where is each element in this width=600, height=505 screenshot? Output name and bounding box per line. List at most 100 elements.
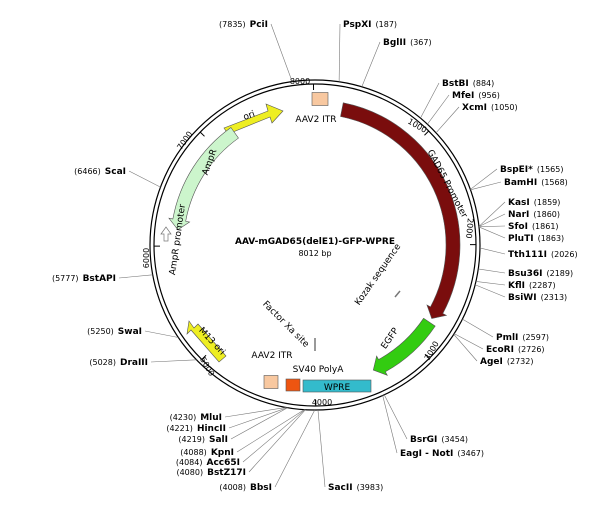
site-name-xcmi: XcmI: [462, 103, 487, 113]
backbone-outer: [149, 79, 481, 411]
aav2-itr-label-bottom: AAV2 ITR: [251, 351, 292, 361]
ori-arrow: [223, 103, 284, 135]
site-leader-tth111i: [479, 247, 506, 255]
site-leader-hincii: [228, 407, 288, 429]
site-leader-draiii: [150, 359, 197, 363]
site-name-eagi-noti: EagI - NotI: [400, 449, 453, 459]
site-name-bsu36i: Bsu36I: [508, 269, 543, 279]
site-name-mfei: MfeI: [452, 91, 474, 101]
site-name-bamhi: BamHI: [504, 178, 537, 188]
site-name-bsrgi: BsrGI: [410, 435, 437, 445]
site-pos-scai: (6466): [74, 167, 101, 176]
sv40-polya-label: SV40 PolyA: [293, 365, 345, 375]
site-pos-bbsi: (4008): [219, 483, 246, 492]
wpre-box: [302, 379, 372, 393]
site-name-bglii: BglII: [383, 38, 406, 48]
plasmid-length: 8012 bp: [298, 249, 331, 258]
site-leader-bstbi: [420, 82, 440, 119]
m13-ori-arrow: [186, 320, 227, 363]
site-name-mlui: MluI: [200, 413, 222, 423]
site-leader-bamhi: [470, 181, 502, 191]
site-leader-bstz17i: [248, 409, 306, 473]
tick-label-6000: 6000: [142, 248, 151, 268]
site-pos-bsu36i: (2189): [547, 269, 574, 278]
ampr-promoter-arrow: [160, 226, 172, 242]
site-leader-kasi: [478, 201, 506, 227]
site-pos-tth111i: (2026): [551, 250, 578, 259]
gad65-promoter-arrow: [340, 102, 461, 319]
restriction-sites: PciI(7835)PspXI(187)BglII(367)BstBI(884)…: [52, 20, 578, 493]
site-name-hincii: HincII: [197, 424, 226, 434]
site-leader-sfoi: [478, 225, 506, 227]
site-leader-swai: [144, 330, 179, 338]
site-pos-nari: (1860): [533, 210, 560, 219]
site-name-tth111i: Tth111I: [508, 250, 547, 260]
site-leader-pluti: [478, 226, 506, 239]
site-leader-kpni: [236, 409, 305, 453]
site-pos-agei: (2732): [507, 357, 534, 366]
site-leader-sali: [230, 407, 288, 440]
site-pos-bglii: (367): [410, 38, 432, 47]
site-pos-pcii: (7835): [219, 20, 246, 29]
site-name-bstbi: BstBI: [442, 79, 469, 89]
tick-label-4000: 4000: [312, 398, 332, 407]
site-name-swai: SwaI: [118, 327, 142, 337]
site-pos-bstbi: (884): [473, 79, 495, 88]
site-pos-kpni: (4088): [180, 448, 207, 457]
site-name-bsiwi: BsiWI: [508, 293, 537, 303]
aav2-itr-box-bottom: [263, 375, 279, 389]
site-name-pmli: PmlI: [496, 333, 518, 343]
site-pos-pspxi: (187): [376, 20, 398, 29]
tick-mark-1000: [424, 130, 430, 136]
site-leader-mlui: [224, 407, 287, 418]
plasmid-name: AAV-mGAD65(delE1)-GFP-WPRE: [235, 237, 395, 247]
site-pos-swai: (5250): [87, 327, 114, 336]
site-name-kpni: KpnI: [211, 448, 234, 458]
site-name-sacii: SacII: [328, 483, 353, 493]
site-pos-sali: (4219): [178, 435, 205, 444]
tick-label-1000: 1000: [406, 117, 428, 135]
tick-label-8000: 8000: [290, 77, 310, 86]
site-name-bspei: BspEI*: [500, 165, 533, 175]
tick-label-7000: 7000: [175, 130, 194, 152]
site-pos-pluti: (1863): [538, 234, 565, 243]
site-pos-bamhi: (1568): [541, 178, 568, 187]
site-name-draiii: DraIII: [120, 358, 148, 368]
site-pos-kasi: (1859): [534, 198, 561, 207]
site-leader-bbsi: [274, 409, 316, 488]
site-leader-agei: [453, 334, 478, 362]
tick-label-5000: 5000: [198, 356, 216, 378]
tick-mark-3000: [424, 353, 430, 359]
site-name-sali: SalI: [209, 435, 228, 445]
site-leader-bspei: [470, 168, 498, 190]
tick-mark-5000: [201, 354, 207, 360]
site-leader-mfei: [427, 94, 450, 125]
site-name-nari: NarI: [508, 210, 529, 220]
kozak-sequence-mark: [394, 290, 401, 298]
site-pos-acc65i: (4084): [176, 458, 203, 467]
kozak-sequence-label: Kozak sequence: [353, 242, 403, 308]
site-pos-eagi-noti: (3467): [457, 449, 484, 458]
site-name-kasi: KasI: [508, 198, 530, 208]
site-leader-bstapi: [118, 274, 153, 279]
site-pos-sfoi: (1861): [532, 222, 559, 231]
tick-label-3000: 3000: [423, 340, 441, 362]
site-leader-bsiwi: [475, 284, 506, 298]
site-leader-eagi-noti: [382, 395, 398, 454]
site-name-bstz17i: BstZ17I: [207, 468, 246, 478]
tick-label-2000: 2000: [464, 218, 475, 239]
site-leader-bsrgi: [383, 394, 408, 440]
site-leader-scai: [128, 170, 161, 188]
egfp-arrow: [372, 317, 436, 376]
site-pos-bstapi: (5777): [52, 274, 79, 283]
site-pos-mlui: (4230): [170, 413, 197, 422]
site-leader-kfli: [475, 281, 506, 286]
aav2-itr-box-top: [311, 92, 329, 106]
ori-label: ori: [242, 109, 256, 122]
site-pos-xcmi: (1050): [491, 103, 518, 112]
sv40-polya-box: [285, 378, 301, 392]
site-pos-draiii: (5028): [89, 358, 116, 367]
site-pos-bsiwi: (2313): [541, 293, 568, 302]
site-leader-acc65i: [242, 409, 306, 463]
site-name-sfoi: SfoI: [508, 222, 528, 232]
